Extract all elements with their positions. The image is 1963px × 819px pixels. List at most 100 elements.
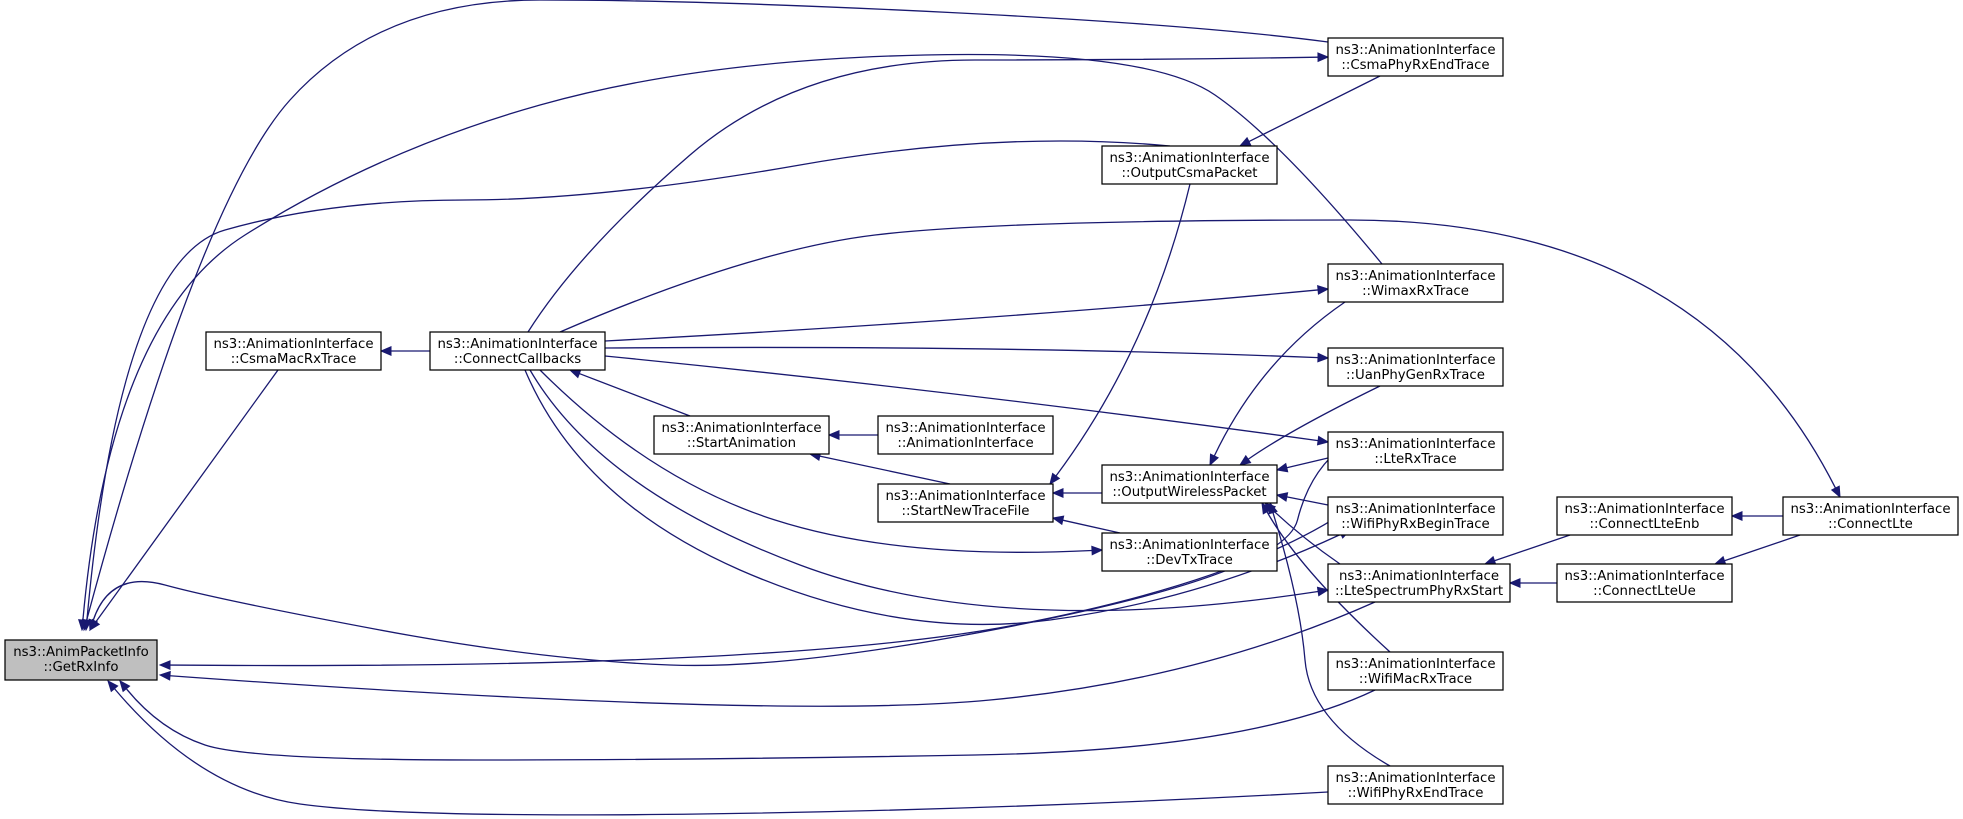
node-box[interactable] [4, 639, 158, 681]
arrowhead [1261, 501, 1272, 515]
edge-startanim-to-connectcb [568, 369, 691, 417]
edge-outputcsma-to-startnewtrace [1049, 183, 1191, 486]
edge-line [1247, 385, 1381, 460]
edge-connectcb-to-wimaxrx [604, 285, 1330, 342]
node-csmaphyrxend[interactable]: ns3::AnimationInterface::CsmaPhyRxEndTra… [1327, 37, 1504, 77]
edge-uanphygenrx-to-outputwireless [1238, 385, 1381, 466]
node-outputcsma[interactable]: ns3::AnimationInterface::OutputCsmaPacke… [1101, 145, 1278, 185]
node-getrxinfo[interactable]: ns3::AnimPacketInfo::GetRxInfo [4, 639, 158, 681]
node-box[interactable] [205, 331, 382, 371]
node-label-line1: ns3::AnimationInterface [1335, 43, 1495, 58]
arrowhead [1275, 462, 1289, 473]
edge-connectlte-to-connectlteenb [1730, 511, 1783, 521]
node-wifimacrx[interactable]: ns3::AnimationInterface::WifiMacRxTrace [1327, 651, 1504, 691]
node-box[interactable] [1327, 431, 1504, 471]
node-label-line1: ns3::AnimationInterface [885, 489, 1045, 504]
arrowhead [1049, 472, 1061, 486]
node-label-line2: ::StartNewTraceFile [902, 504, 1030, 519]
node-connectlteue[interactable]: ns3::AnimationInterface::ConnectLteUe [1556, 563, 1733, 603]
node-connectlte[interactable]: ns3::AnimationInterface::ConnectLte [1782, 496, 1959, 536]
edge-startnewtrace-to-startanim [808, 451, 951, 485]
edge-line [1272, 512, 1391, 767]
node-label-line2: ::WifiPhyRxBeginTrace [1341, 517, 1489, 532]
edge-wifimacrx-to-getrxinfo [119, 679, 1376, 761]
edge-connectcb-to-lterx [604, 355, 1330, 446]
arrowhead [1316, 435, 1330, 446]
node-box[interactable] [1782, 496, 1959, 536]
node-label-line2: ::CsmaPhyRxEndTrace [1341, 58, 1489, 73]
edge-wimaxrx-to-outputwireless [1209, 301, 1346, 467]
arrowhead [1317, 352, 1330, 363]
node-wimaxrx[interactable]: ns3::AnimationInterface::WimaxRxTrace [1327, 263, 1504, 303]
arrowhead [1316, 586, 1330, 597]
node-box[interactable] [1556, 496, 1733, 536]
arrowhead [1238, 136, 1252, 147]
node-label-line1: ns3::AnimationInterface [885, 421, 1045, 436]
edge-connectcb-to-devtx [539, 369, 1104, 556]
arrowhead [1317, 52, 1330, 63]
node-startnewtrace[interactable]: ns3::AnimationInterface::StartNewTraceFi… [877, 483, 1054, 523]
edges-layer [78, 0, 1841, 816]
arrowhead [1209, 453, 1219, 467]
node-lterx[interactable]: ns3::AnimationInterface::LteRxTrace [1327, 431, 1504, 471]
node-ltespectrum[interactable]: ns3::AnimationInterface::LteSpectrumPhyR… [1327, 563, 1511, 603]
node-label-line1: ns3::AnimationInterface [437, 337, 597, 352]
node-label-line1: ns3::AnimationInterface [1335, 657, 1495, 672]
arrowhead [1091, 545, 1104, 556]
node-csmamacrx[interactable]: ns3::AnimationInterface::CsmaMacRxTrace [205, 331, 382, 371]
node-connectcb[interactable]: ns3::AnimationInterface::ConnectCallback… [429, 331, 606, 371]
arrowhead [1275, 492, 1289, 502]
arrowhead [1051, 488, 1064, 498]
node-label-line2: ::AnimationInterface [897, 436, 1033, 451]
node-box[interactable] [1327, 563, 1511, 603]
node-box[interactable] [1327, 263, 1504, 303]
edge-line [1724, 534, 1801, 562]
node-uanphygenrx[interactable]: ns3::AnimationInterface::UanPhyGenRxTrac… [1327, 347, 1504, 387]
nodes-layer: ns3::AnimPacketInfo::GetRxInfons3::Anima… [4, 37, 1959, 805]
node-box[interactable] [653, 415, 830, 455]
node-wifiphyrxend[interactable]: ns3::AnimationInterface::WifiPhyRxEndTra… [1327, 765, 1504, 805]
edge-line [169, 504, 1356, 667]
node-box[interactable] [1101, 464, 1278, 504]
edge-connectcb-to-csmamacrx [379, 346, 430, 356]
edge-line [1062, 519, 1121, 534]
edge-wifiphyrxbegin-to-outputwireless [1275, 492, 1329, 506]
arrowhead [568, 369, 582, 379]
node-wifiphyrxbegin[interactable]: ns3::AnimationInterface::WifiPhyRxBeginT… [1327, 496, 1504, 536]
node-label-line2: ::WimaxRxTrace [1362, 284, 1469, 299]
node-box[interactable] [877, 415, 1054, 455]
node-box[interactable] [1327, 347, 1504, 387]
arrowhead [1730, 511, 1743, 521]
node-box[interactable] [1327, 765, 1504, 805]
edge-line [92, 444, 1346, 667]
edge-line [527, 56, 1319, 333]
arrowhead [119, 679, 131, 693]
node-label-line1: ns3::AnimationInterface [1335, 353, 1495, 368]
edge-line [604, 346, 1319, 359]
edge-lterx-to-getrxinfo [88, 444, 1346, 667]
node-box[interactable] [1556, 563, 1733, 603]
edge-wifiphyrxend-to-outputwireless [1268, 501, 1391, 767]
node-box[interactable] [877, 483, 1054, 523]
edge-devtx-to-startnewtrace [1051, 515, 1121, 534]
edge-line [1494, 534, 1571, 562]
arrowhead [1238, 454, 1252, 466]
arrowhead [88, 618, 99, 632]
node-box[interactable] [1327, 37, 1504, 77]
node-devtx[interactable]: ns3::AnimationInterface::DevTxTrace [1101, 532, 1278, 572]
edge-line [82, 53, 1383, 621]
node-label-line1: ns3::AnimationInterface [1335, 771, 1495, 786]
node-box[interactable] [1101, 532, 1278, 572]
edge-line [169, 601, 1376, 707]
node-startanim[interactable]: ns3::AnimationInterface::StartAnimation [653, 415, 830, 455]
node-box[interactable] [1327, 496, 1504, 536]
node-label-line2: ::LteSpectrumPhyRxStart [1335, 584, 1503, 599]
node-connectlteenb[interactable]: ns3::AnimationInterface::ConnectLteEnb [1556, 496, 1733, 536]
node-box[interactable] [1101, 145, 1278, 185]
node-animiface[interactable]: ns3::AnimationInterface::AnimationInterf… [877, 415, 1054, 455]
node-box[interactable] [1327, 651, 1504, 691]
node-label-line1: ns3::AnimationInterface [1335, 269, 1495, 284]
node-outputwireless[interactable]: ns3::AnimationInterface::OutputWirelessP… [1101, 464, 1278, 504]
node-box[interactable] [429, 331, 606, 371]
